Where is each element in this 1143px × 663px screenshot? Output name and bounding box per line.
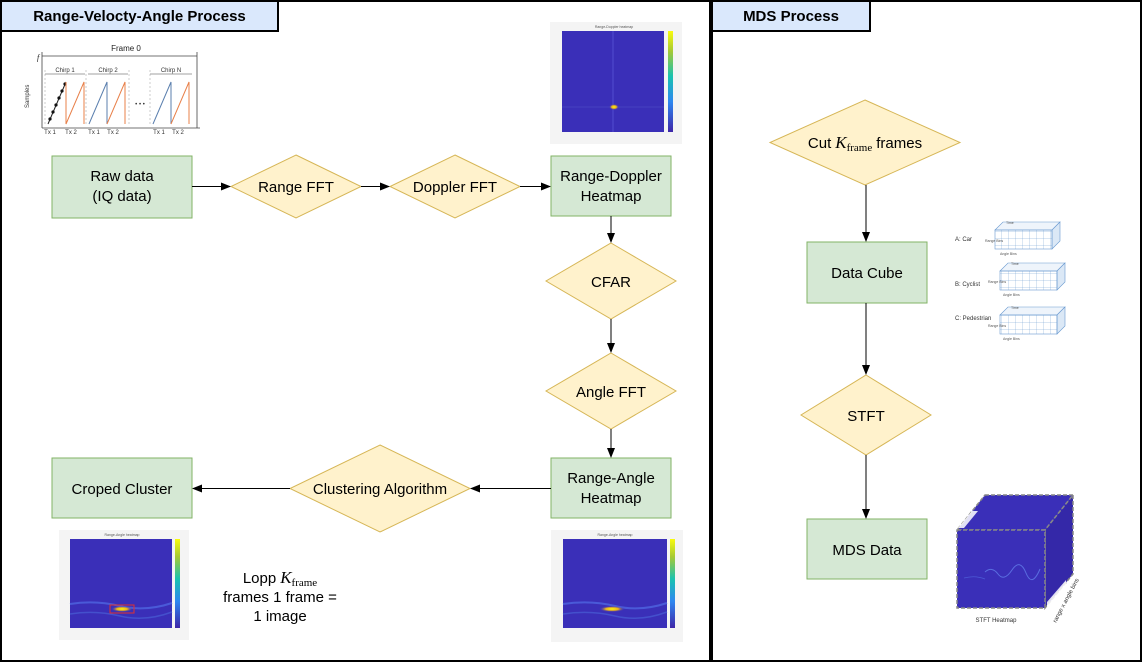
doppler-fft-node: Doppler FFT bbox=[388, 154, 522, 219]
range-doppler-label-line1: Range-Doppler bbox=[560, 168, 662, 185]
cube-cyclist: Time Range Bins Angle Bins bbox=[988, 262, 1066, 297]
croped-cluster-node: Croped Cluster bbox=[51, 457, 193, 519]
tx-label: Tx 1 bbox=[88, 130, 100, 136]
cfar-node: CFAR bbox=[545, 242, 677, 320]
cluster-thumb-title: Range-Angle heatmap bbox=[104, 533, 139, 537]
tx-label: Tx 1 bbox=[153, 130, 165, 136]
cube-axis-range: Range Bins bbox=[985, 239, 1003, 243]
stft-heatmap-figure: STFT Heatmap range x angle bins bbox=[955, 492, 1081, 624]
stft-label: STFT bbox=[847, 408, 885, 425]
left-panel: Range-Velocty-Angle Process bbox=[0, 0, 711, 662]
cut-frames-subscript: frame bbox=[847, 142, 873, 154]
data-cube-node: Data Cube bbox=[806, 241, 928, 304]
right-panel-title: MDS Process bbox=[743, 8, 839, 25]
cropped-cluster-heatmap-image: Range-Angle heatmap bbox=[59, 530, 189, 640]
cube-label-pedestrian: C: Pedestrian bbox=[955, 316, 991, 322]
loop-note-line2: frames 1 frame = bbox=[223, 589, 337, 606]
clustering-label: Clustering Algorithm bbox=[313, 481, 447, 498]
cut-frames-symbol: K bbox=[834, 133, 848, 152]
cube-axis-range: Range Bins bbox=[988, 324, 1006, 328]
raw-data-label-line2: (IQ data) bbox=[92, 188, 151, 205]
range-angle-node: Range-Angle Heatmap bbox=[550, 457, 672, 519]
loop-note-line3: 1 image bbox=[253, 608, 306, 625]
angle-fft-node: Angle FFT bbox=[545, 352, 677, 430]
cube-axis-angle: Angle Bins bbox=[1000, 252, 1017, 256]
left-panel-title: Range-Velocty-Angle Process bbox=[33, 8, 246, 25]
cube-pedestrian: Time Range Bins Angle Bins bbox=[988, 306, 1066, 341]
f-axis-label: f bbox=[37, 53, 41, 62]
loop-note-prefix: Lopp bbox=[243, 570, 276, 587]
stft-heatmap-caption: STFT Heatmap bbox=[976, 618, 1018, 624]
cube-axis-angle: Angle Bins bbox=[1003, 337, 1020, 341]
chirp-timing-figure: Frame 0 f Samples Chirp 1 Chirp 2 Chirp … bbox=[22, 44, 204, 136]
tx-label: Tx 2 bbox=[65, 130, 77, 136]
cube-label-car: A: Car bbox=[955, 237, 972, 243]
cfar-label: CFAR bbox=[591, 274, 631, 291]
range-angle-label-line2: Heatmap bbox=[581, 490, 642, 507]
tx-label: Tx 1 bbox=[44, 130, 56, 136]
cube-axis-time: Time bbox=[1006, 221, 1014, 225]
mds-data-node: MDS Data bbox=[806, 518, 928, 580]
loop-note-subscript: frame bbox=[292, 577, 318, 589]
doppler-fft-label: Doppler FFT bbox=[413, 179, 497, 196]
range-doppler-thumb-title: Range-Doppler heatmap bbox=[595, 25, 633, 29]
cut-frames-prefix: Cut bbox=[808, 135, 832, 152]
raw-data-node: Raw data (IQ data) bbox=[51, 155, 193, 219]
cube-axis-angle: Angle Bins bbox=[1003, 293, 1020, 297]
cube-car: Time Range Bins Angle Bins bbox=[985, 221, 1061, 256]
chirp-n-label: Chirp N bbox=[161, 68, 181, 74]
range-doppler-heatmap-image: Range-Doppler heatmap bbox=[550, 22, 682, 144]
range-doppler-label-line2: Heatmap bbox=[581, 188, 642, 205]
left-flow-edges bbox=[192, 182, 615, 493]
clustering-node: Clustering Algorithm bbox=[288, 444, 472, 533]
cut-frames-suffix: frames bbox=[876, 135, 922, 152]
range-fft-label: Range FFT bbox=[258, 179, 334, 196]
cube-axis-time: Time bbox=[1011, 306, 1019, 310]
right-panel: MDS Process bbox=[711, 0, 1142, 662]
mds-data-label: MDS Data bbox=[832, 542, 902, 559]
cube-axis-time: Time bbox=[1011, 262, 1019, 266]
chirp-ellipsis: • • • bbox=[135, 102, 145, 108]
cube-axis-range: Range Bins bbox=[988, 280, 1006, 284]
range-angle-heatmap-image: Range-Angle heatmap bbox=[551, 530, 683, 642]
frame-label: Frame 0 bbox=[111, 44, 141, 53]
stft-node: STFT bbox=[800, 374, 932, 456]
chirp-1-label: Chirp 1 bbox=[55, 68, 75, 74]
cube-label-cyclist: B: Cyclist bbox=[955, 282, 980, 288]
data-cube-legend-figure: A: Car B: Cyclist C: Pedestrian Time Ran… bbox=[955, 221, 1066, 341]
loop-note-symbol: K bbox=[279, 568, 293, 587]
range-doppler-node: Range-Doppler Heatmap bbox=[550, 155, 672, 217]
range-fft-node: Range FFT bbox=[229, 154, 363, 219]
range-angle-label-line1: Range-Angle bbox=[567, 470, 655, 487]
angle-fft-label: Angle FFT bbox=[576, 384, 646, 401]
range-angle-thumb-title: Range-Angle heatmap bbox=[597, 533, 632, 537]
tx-label: Tx 2 bbox=[172, 130, 184, 136]
data-cube-label: Data Cube bbox=[831, 265, 903, 282]
chirp-2-label: Chirp 2 bbox=[98, 68, 118, 74]
raw-data-label-line1: Raw data bbox=[90, 168, 154, 185]
tx-label: Tx 2 bbox=[107, 130, 119, 136]
croped-cluster-label: Croped Cluster bbox=[72, 481, 173, 498]
samples-label: Samples bbox=[25, 85, 31, 108]
